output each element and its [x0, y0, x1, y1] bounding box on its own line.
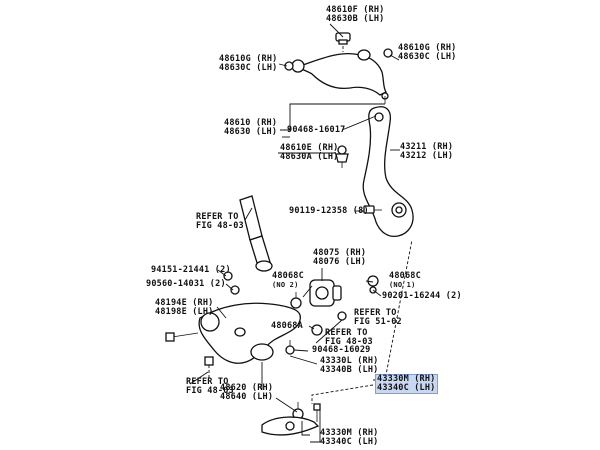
label-43330m-43340c-highlighted[interactable]: 43330M (RH) 43340C (LH) — [375, 374, 438, 394]
label-line: 48630B (LH) — [326, 14, 385, 24]
refer-fig-48-03-mid: REFER TO FIG 48-03 — [325, 329, 373, 347]
upper-cotter-nut — [335, 145, 349, 168]
label-line: REFER TO — [354, 308, 397, 318]
label-line: 43330M (RH) — [377, 374, 436, 384]
label-48620-48640: 48620 (RH) 48640 (LH) — [220, 384, 273, 402]
label-line: FIG 48-03 — [325, 337, 373, 347]
label-line: 48620 (RH) — [220, 383, 274, 393]
label-line: 48068C — [389, 271, 421, 281]
label-line: 48075 (RH) — [313, 248, 367, 258]
label-90468-16029: 90468-16029 — [312, 346, 371, 355]
label-48610g-48630c-left: 48610G (RH) 48630C (LH) — [219, 55, 278, 73]
label-line: 43212 (LH) — [400, 151, 454, 161]
label-48075-48076: 48075 (RH) 48076 (LH) — [313, 249, 366, 267]
label-line: 48194E (RH) — [155, 298, 214, 308]
label-line: 90468-16017 — [287, 125, 346, 135]
lower-arm-nut — [204, 356, 214, 380]
label-90201-16244: 90201-16244 (2) — [382, 292, 462, 301]
middle-cotter-nut — [285, 340, 295, 355]
refer-fig-48-03-top: REFER TO FIG 48-03 — [196, 213, 244, 231]
label-line: 48630C (LH) — [398, 52, 457, 62]
label-line: 43330M (RH) — [320, 428, 379, 438]
label-line: 94151-21441 (2) — [151, 265, 231, 275]
label-line: 43330L (RH) — [320, 356, 379, 366]
label-line: 48610F (RH) — [326, 5, 385, 15]
label-48068c-no1: 48068C (NO 1) — [389, 272, 421, 290]
label-94151-21441: 94151-21441 (2) — [151, 266, 231, 275]
strut-bushing — [309, 275, 379, 307]
label-line: 48068A — [271, 321, 303, 331]
lower-bolts-left — [223, 271, 240, 295]
label-90119-12358: 90119-12358 (8) — [289, 207, 369, 216]
label-line: REFER TO — [186, 377, 229, 387]
upper-control-arm — [291, 49, 389, 104]
label-43330m-43340c-bottom: 43330M (RH) 43340C (LH) — [320, 429, 379, 447]
label-line: 48198E (LH) — [155, 307, 214, 317]
label-line: 48068C — [272, 271, 304, 281]
label-line: 48610G (RH) — [219, 54, 278, 64]
label-line: (NO 2) — [272, 281, 299, 289]
steering-knuckle — [362, 106, 414, 238]
label-line: 43211 (RH) — [400, 142, 454, 152]
label-line: 48076 (LH) — [313, 257, 367, 267]
label-line: REFER TO — [325, 328, 368, 338]
label-48610-48630: 48610 (RH) 48630 (LH) — [224, 119, 277, 137]
label-line: 43340B (LH) — [320, 365, 379, 375]
lower-control-arm — [198, 292, 302, 364]
label-line: (NO 1) — [389, 281, 416, 289]
label-line: 48610G (RH) — [398, 43, 457, 53]
label-line: 90468-16029 — [312, 345, 371, 355]
label-90560-14031: 90560-14031 (2) — [146, 280, 226, 289]
label-48068c-no2: 48068C (NO 2) — [272, 272, 304, 290]
label-line: 48630A (LH) — [280, 152, 339, 162]
label-line: REFER TO — [196, 212, 239, 222]
label-48194e-48198e: 48194E (RH) 48198E (LH) — [155, 299, 214, 317]
label-line: 90560-14031 (2) — [146, 279, 226, 289]
label-43211-43212: 43211 (RH) 43212 (LH) — [400, 143, 453, 161]
label-48610f-48630b: 48610F (RH) 48630B (LH) — [326, 6, 385, 24]
label-line: 90119-12358 (8) — [289, 206, 369, 216]
label-line: FIG 51-02 — [354, 317, 402, 327]
label-line: 48610E (RH) — [280, 143, 339, 153]
lower-arm-bolt — [165, 332, 199, 342]
refer-fig-48-03-bottom: REFER TO FIG 48-03 — [186, 378, 234, 396]
label-line: FIG 48-03 — [196, 221, 244, 231]
label-line: 90201-16244 (2) — [382, 291, 462, 301]
label-48610e-48630a: 48610E (RH) 48630A (LH) — [280, 144, 339, 162]
label-line: 48640 (LH) — [220, 392, 274, 402]
upper-arm-bolt — [335, 32, 351, 52]
label-43330l-43340b: 43330L (RH) 43340B (LH) — [320, 357, 379, 375]
ball-joint-bolts — [313, 403, 321, 422]
upper-bushing-nuts — [284, 48, 393, 71]
label-line: 43340C (LH) — [377, 383, 436, 393]
label-line: 43340C (LH) — [320, 437, 379, 447]
label-48068a: 48068A — [271, 322, 303, 331]
label-48610g-48630c-right: 48610G (RH) 48630C (LH) — [398, 44, 457, 62]
refer-fig-51-02: REFER TO FIG 51-02 — [354, 309, 402, 327]
label-line: 48630C (LH) — [219, 63, 278, 73]
label-90468-16017: 90468-16017 — [287, 126, 346, 135]
shock-absorber — [239, 195, 273, 272]
label-line: 48630 (LH) — [224, 127, 278, 137]
label-line: FIG 48-03 — [186, 386, 234, 396]
knuckle-bolt — [363, 205, 382, 214]
label-line: 48610 (RH) — [224, 118, 278, 128]
